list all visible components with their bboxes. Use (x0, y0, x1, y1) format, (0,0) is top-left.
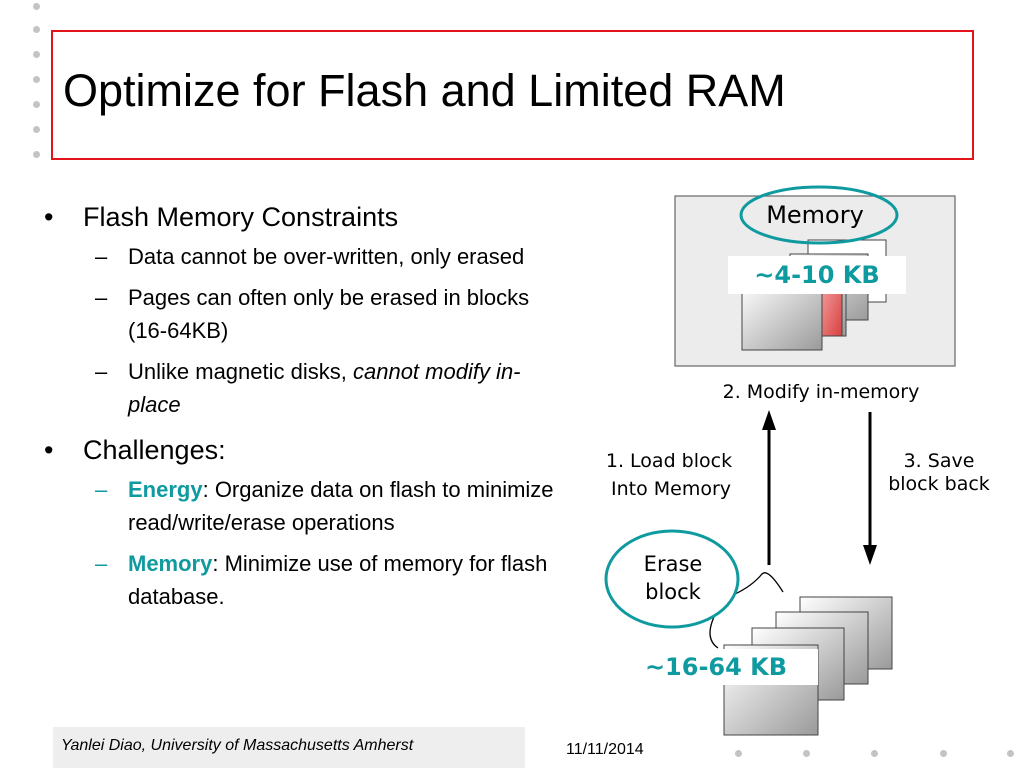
bullet-text: Challenges: (83, 435, 226, 465)
sub-bullet-item: –Pages can often only be erased in block… (83, 281, 563, 347)
footer-author-box: Yanlei Diao, University of Massachusetts… (53, 727, 525, 768)
bullet-marker: • (44, 435, 54, 465)
flash-size-label: ~16-64 KB (645, 653, 787, 681)
sub-bullet-text: cannot modify in-place (128, 359, 521, 417)
memory-size-bg (728, 256, 906, 294)
flash-size-bg (620, 649, 818, 685)
memory-label: Memory (766, 201, 864, 229)
sub-bullet-marker: – (95, 477, 108, 502)
sub-bullet-text: : Organize data on flash to minimize rea… (128, 477, 554, 535)
sub-bullet-item: –Data cannot be over-written, only erase… (83, 240, 563, 273)
bullet-item: • Flash Memory Constraints (40, 200, 580, 234)
footer-author: Yanlei Diao, University of Massachusetts… (61, 737, 414, 754)
memory-size-label: ~4-10 KB (754, 261, 879, 289)
slide-title: Optimize for Flash and Limited RAM (63, 65, 786, 116)
sub-bullet-keyword: Memory (128, 551, 213, 576)
load-label-line1: 1. Load block (606, 450, 732, 472)
sub-bullet-item: –Unlike magnetic disks, cannot modify in… (83, 355, 563, 421)
bullet-text: Flash Memory Constraints (83, 202, 399, 232)
save-label-line2: block back (888, 473, 990, 495)
sub-bullet-text: Data cannot be over-written, only erased (128, 244, 525, 269)
load-label-line2: Into Memory (611, 478, 731, 500)
sub-bullet-marker: – (95, 285, 108, 310)
save-arrow (863, 412, 877, 565)
modify-label: 2. Modify in-memory (723, 381, 920, 403)
erase-ellipse (604, 529, 740, 629)
erase-label-line1: Erase (644, 552, 703, 576)
sub-bullet-marker: – (95, 244, 108, 269)
sub-bullet-item: –Memory: Minimize use of memory for flas… (83, 547, 563, 613)
save-label-line1: 3. Save (904, 450, 975, 472)
bullet-marker: • (44, 202, 54, 232)
sub-bullet-text: Pages can often only be erased in blocks… (128, 285, 530, 343)
sub-bullet-text: : Minimize use of memory for flash datab… (128, 551, 548, 609)
erase-label-line2: block (645, 580, 702, 604)
sub-bullet-marker: – (95, 551, 108, 576)
sub-bullet-text: Unlike magnetic disks, (128, 359, 353, 384)
title-frame: Optimize for Flash and Limited RAM (51, 30, 974, 160)
load-arrow (762, 410, 776, 565)
memory-ellipse (739, 185, 899, 245)
bullet-item: • Challenges: (40, 433, 580, 467)
sub-bullet-item: –Energy: Organize data on flash to minim… (83, 473, 563, 539)
sub-bullet-marker: – (95, 359, 108, 384)
sub-bullet-keyword: Energy (128, 477, 203, 502)
bullet-list: •Flash Memory Constraints–Data cannot be… (40, 200, 580, 621)
footer-date: 11/11/2014 (566, 741, 644, 758)
